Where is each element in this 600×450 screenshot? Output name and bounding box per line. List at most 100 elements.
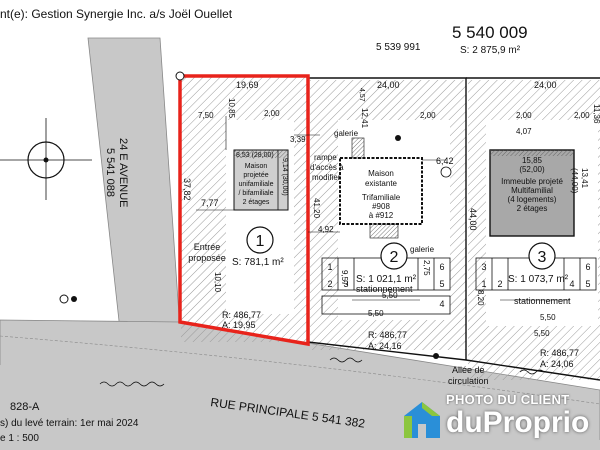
lot3-house-band — [490, 150, 574, 156]
lot2-ramp-line3: modifier — [312, 173, 341, 182]
lot3-house-dims2: (52,00) — [519, 165, 545, 174]
lot-secondary-number: 5 539 991 — [376, 42, 421, 53]
principale-road-inner — [0, 365, 600, 450]
lot3-house-line1: Immeuble projeté — [501, 177, 563, 186]
lot1-number-circle — [246, 226, 274, 254]
dim-2-00d: 2,00 — [574, 111, 590, 120]
lot2-number-circle — [380, 242, 408, 270]
lot1-house-line4: / bifamiliale — [238, 190, 273, 197]
dim-10-85: 10,85 — [227, 98, 236, 119]
lot3-house — [489, 149, 575, 237]
lot2-stall-5: 5 — [439, 279, 444, 289]
dim-24-00b: 24,00 — [534, 80, 557, 90]
lot3-arc-a: A: 24,06 — [540, 359, 574, 369]
brand-main-text: duProprio — [446, 406, 590, 439]
lot3-number: 3 — [538, 249, 547, 266]
lot1-house-line2: projetée — [243, 172, 268, 179]
dim-2-00a: 2,00 — [264, 109, 280, 118]
allee-line1: Allée de — [452, 365, 485, 375]
lot2-house-line3: Trifamiliale — [362, 193, 401, 202]
road-edge — [0, 335, 600, 405]
dim-7-50: 7,50 — [198, 111, 214, 120]
client-name: nt(e): Gestion Synergie Inc. a/s Joël Ou… — [0, 7, 233, 21]
lot1-entry-line2: proposée — [188, 253, 226, 263]
lot2-arc-a: A: 24,16 — [368, 341, 402, 351]
avenue-name: 24 E AVENUE — [117, 138, 129, 208]
dim-5-50a: 5,50 — [382, 291, 398, 300]
lot2-arc-r: R: 486,77 — [368, 330, 407, 340]
lot3-house-side: 13,41 — [580, 168, 589, 189]
lot3-stall-1: 1 — [481, 279, 486, 289]
dim-44-00: 44,00 — [468, 208, 478, 231]
lot2-house-line5: à #912 — [369, 211, 394, 220]
lot3-parking: stationnement — [514, 296, 571, 306]
dim-2-00c: 2,00 — [516, 111, 532, 120]
north-symbol-icon — [0, 118, 92, 200]
dim-5-50b: 5,50 — [368, 309, 384, 318]
brand-top-text: PHOTO DU CLIENT — [446, 392, 570, 407]
lot2-parking: stationnement — [356, 284, 413, 294]
lot2-galerie-bottom — [369, 223, 399, 239]
hedge-line-3 — [519, 369, 545, 375]
lot3-stall-4: 4 — [569, 279, 574, 289]
lot3-house-dims: 15,85 — [522, 156, 543, 165]
lot-main-number: 5 540 009 — [452, 23, 528, 42]
lot2-number: 2 — [390, 249, 399, 266]
dim-11-36: 11,36 — [592, 104, 600, 124]
dim-12-41: 12,41 — [360, 108, 369, 129]
dim-37-82: 37,82 — [182, 178, 192, 201]
rear-line — [307, 341, 600, 381]
lot1-area: S: 781,1 m² — [232, 257, 284, 268]
lot3-house-line4: 2 étages — [517, 204, 548, 213]
dim-2-75a: 2,75 — [422, 260, 431, 276]
lot2-house-line4: #908 — [372, 202, 390, 211]
hedge-line — [99, 381, 165, 387]
lot3-stall-5: 5 — [585, 279, 590, 289]
lot2-galerie-top: galerie — [334, 129, 359, 138]
lot2-ramp-line1: rampe — [314, 153, 337, 162]
allee-point — [433, 353, 439, 359]
lot3-house-line3: (4 logements) — [508, 195, 557, 204]
lot3-arc-r: R: 486,77 — [540, 348, 579, 358]
lot2-stall-3: 3 — [343, 279, 348, 289]
lot-main-area: S: 2 875,9 m² — [460, 45, 521, 56]
dim-4-92: 4,92 — [318, 225, 334, 234]
survey-date: s) du levé terrain: 1er mai 2024 — [0, 418, 139, 429]
dim-8-20: 8,20 — [476, 290, 485, 306]
lot-point — [395, 135, 401, 141]
dim-4-57: 4,57 — [358, 88, 365, 102]
lot2-house-line2: existante — [365, 179, 398, 188]
dim-41-20: 41,20 — [312, 198, 321, 219]
lot1-house-dims: 8,53 (28,00) — [236, 152, 274, 159]
utility-symbol — [440, 166, 452, 178]
dim-3-39: 3,39 — [290, 135, 306, 144]
lot3-house-line2: Multifamilial — [511, 186, 553, 195]
dim-4-07: 4,07 — [516, 127, 532, 136]
lot2-ramp-line2: d'accès à — [310, 163, 344, 172]
lot1-number: 1 — [256, 233, 265, 250]
lot2-area: S: 1 021,1 m² — [356, 274, 417, 285]
survey-marker-top — [175, 71, 185, 81]
dim-9-57: 9,57 — [340, 270, 349, 286]
avenue-lot: 5 541 088 — [104, 148, 116, 197]
lot2-stall-4: 4 — [439, 299, 444, 309]
hedge-line-2 — [329, 357, 363, 363]
lot1-house-line3: unifamiliale — [238, 181, 273, 188]
survey-marker-left — [59, 294, 69, 304]
lot1-house-side: 9,14 (30,00) — [281, 158, 288, 196]
lot1-arc-r: R: 486,77 — [222, 310, 261, 320]
scale: e 1 : 500 — [0, 433, 39, 444]
dim-2-00b: 2,00 — [420, 111, 436, 120]
duproprio-logo-icon — [404, 402, 440, 438]
allee-line2: circulation — [448, 376, 489, 386]
lot2-galerie-top — [351, 137, 365, 159]
lot1-entry-line1: Entrée — [194, 242, 221, 252]
lot2-stall-1: 1 — [327, 262, 332, 272]
lot2-house-line1: Maison — [368, 169, 394, 178]
lot1-buildable — [226, 120, 294, 314]
lot2-stall-2: 2 — [327, 279, 332, 289]
lot3-stall-2: 2 — [497, 279, 502, 289]
dim-5-50c: 5,50 — [540, 313, 556, 322]
lot2-stall-6: 6 — [439, 262, 444, 272]
